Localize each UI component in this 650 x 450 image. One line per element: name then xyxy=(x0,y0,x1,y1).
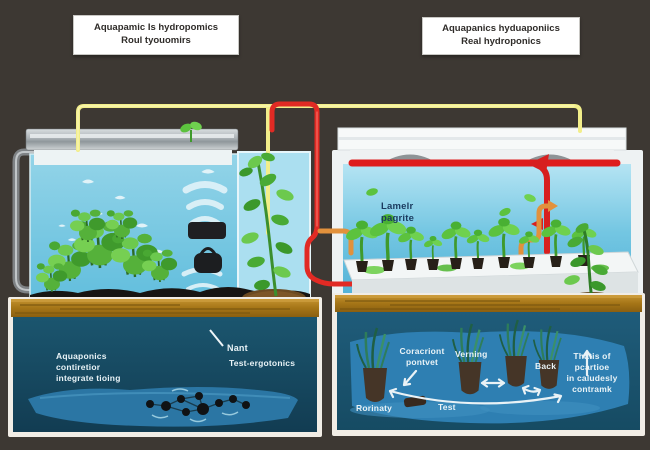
label-back: Back xyxy=(535,361,557,371)
tank-filter xyxy=(188,222,226,239)
tank-lid-highlight xyxy=(30,134,234,138)
label-rorinaty: Rorinaty xyxy=(356,403,393,413)
label-box-left-line1: Aquapamic Is hydropomics xyxy=(93,22,219,34)
left-underground-caption: Aquaponics contiretior integrate tioing xyxy=(56,351,121,384)
aerator-waves xyxy=(181,181,228,291)
wood-plank xyxy=(11,299,319,317)
callout-sublabel: Test-ergotonics xyxy=(229,358,296,368)
right-note-line2: pcartioe xyxy=(574,362,610,373)
lid-seedling xyxy=(180,121,202,142)
red-transfer-pipe xyxy=(269,101,357,287)
label-box-left-line2: Roul tyouomirs xyxy=(121,35,191,46)
double-arrow xyxy=(480,378,506,388)
long-double-arrow xyxy=(388,387,563,405)
pool-sheen xyxy=(39,392,291,399)
label-box-right-line2: Real hydroponics xyxy=(461,36,541,47)
caption-line2: contiretior xyxy=(56,362,101,373)
red-arrowhead xyxy=(528,154,549,173)
label-box-left: Aquapamic Is hydropomics Roul tyouomirs xyxy=(73,15,239,55)
label-arrow xyxy=(402,369,418,387)
underground-section-right xyxy=(332,293,645,436)
coracriont-line2: pontvet xyxy=(405,357,439,368)
up-arrow xyxy=(581,349,593,377)
panel-label-line1: Lamelr xyxy=(381,201,414,212)
tray-leaf xyxy=(363,266,385,274)
label-box-right-line1: Aquapanics hyduaponiics xyxy=(442,23,560,35)
yellow-wire-highlight xyxy=(77,105,575,151)
coracriont-line1: Coracriont xyxy=(399,346,445,356)
double-arrow-small xyxy=(521,384,542,397)
label-test: Test xyxy=(438,402,456,412)
wood-plank xyxy=(335,295,642,312)
pool-sheen xyxy=(350,402,490,418)
tank-lid xyxy=(25,128,239,151)
label-verning: Verning xyxy=(455,349,488,359)
label-box-right: Aquapanics hyduaponiics Real hydroponics xyxy=(422,17,580,55)
panel-label: Lamelr pagrite xyxy=(381,201,414,226)
floating-leaves xyxy=(366,188,536,217)
caption-line1: Aquaponics xyxy=(56,351,107,361)
panel-label-line2: pagrite xyxy=(381,213,415,225)
wiring-and-pipes xyxy=(76,101,621,287)
label-coracriont: Coracriont pontvet xyxy=(396,346,448,368)
tank-lantern-weight xyxy=(194,247,222,273)
right-note-line3: in caludesly xyxy=(566,373,618,384)
orange-arrowhead xyxy=(548,200,558,212)
underground-section-left xyxy=(8,297,322,437)
caption-line3: integrate tioing xyxy=(56,373,121,384)
right-note: Thatis of pcartioe in caludesly contramk xyxy=(560,351,624,395)
gray-pipe-highlight xyxy=(15,151,43,291)
tank-substrate xyxy=(30,286,310,300)
callout-label: Nant xyxy=(227,343,248,353)
right-note-line4: contramk xyxy=(572,384,612,395)
callout-line xyxy=(209,329,224,347)
right-note-line1: Thatis of xyxy=(573,351,611,361)
flow-arrows xyxy=(388,349,593,405)
nutrient-cycle-network xyxy=(146,388,250,423)
pool-sheen xyxy=(480,401,600,415)
tank-rim xyxy=(34,150,232,165)
